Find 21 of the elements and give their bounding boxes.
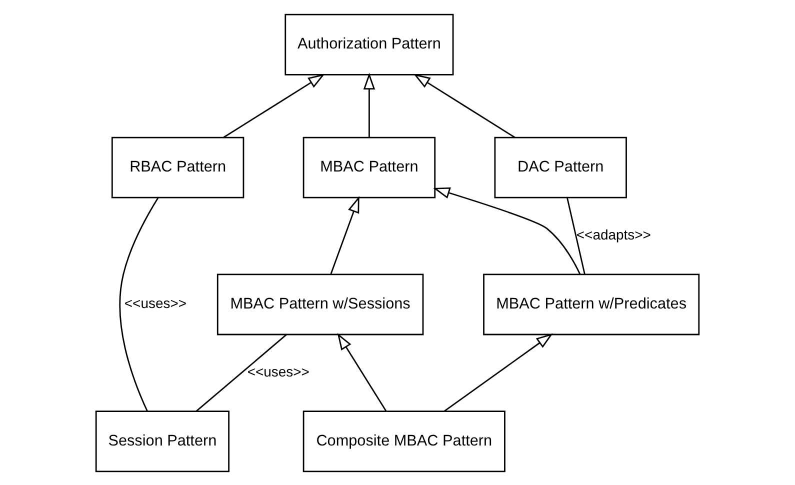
connector <box>566 197 586 274</box>
node-box: Composite MBAC Pattern <box>302 410 506 472</box>
edge-label: <<uses>> <box>247 362 310 379</box>
arrow <box>363 72 376 137</box>
arrow <box>444 332 553 412</box>
node-box: DAC Pattern <box>494 136 627 198</box>
arrow <box>330 196 360 274</box>
arrow <box>223 73 325 138</box>
node-box: MBAC Pattern <box>302 136 436 198</box>
arrow <box>337 332 387 411</box>
connector <box>119 197 159 412</box>
arrow <box>414 73 516 138</box>
node-box: Authorization Pattern <box>284 13 454 75</box>
arrow <box>433 186 581 274</box>
node-box: Session Pattern <box>95 410 230 472</box>
node-box: MBAC Pattern w/Predicates <box>483 273 700 335</box>
connector <box>196 334 287 412</box>
node-box: RBAC Pattern <box>111 136 244 198</box>
node-box: MBAC Pattern w/Sessions <box>216 273 424 335</box>
edge-label: <<adapts>> <box>576 226 651 242</box>
edge-label: <<uses>> <box>124 294 187 310</box>
